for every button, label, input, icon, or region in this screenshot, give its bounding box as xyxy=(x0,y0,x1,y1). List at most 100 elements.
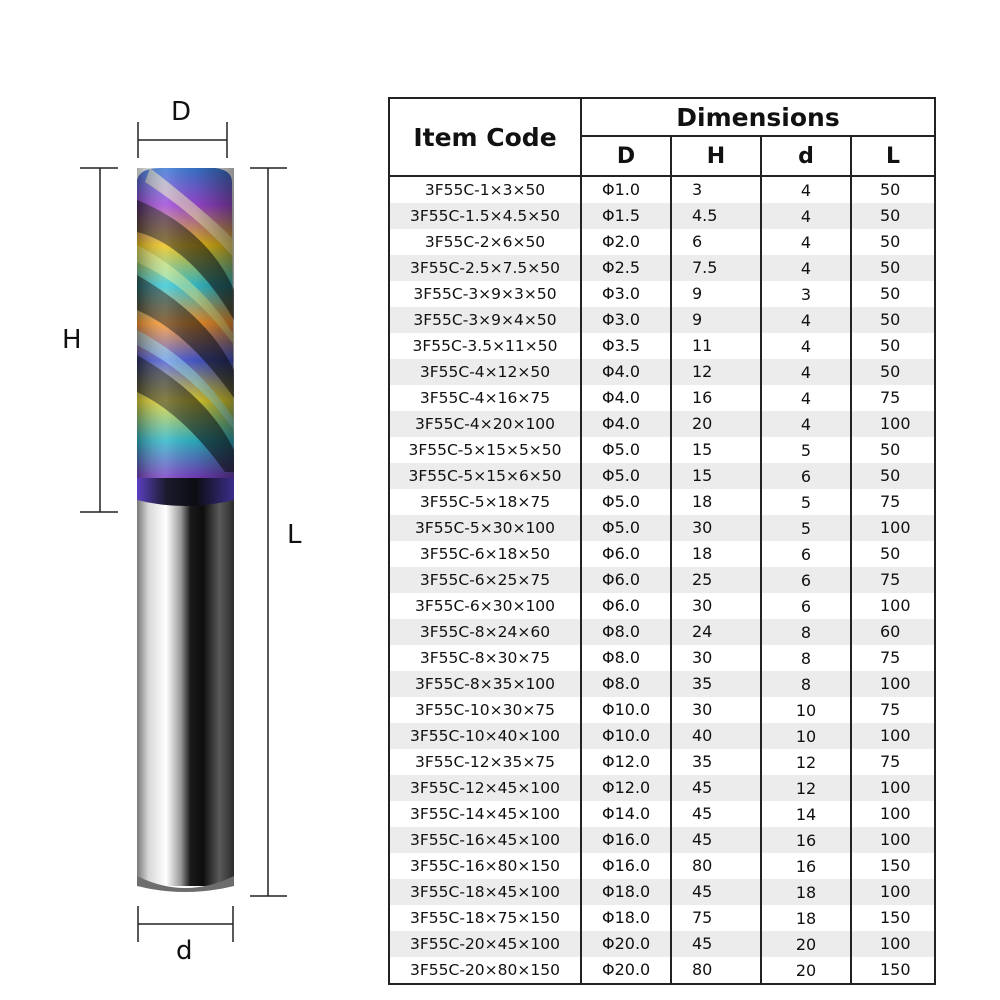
cell-d: 10 xyxy=(760,723,852,749)
cell-item-code: 3F55C-4×20×100 xyxy=(388,411,582,437)
cell-d: 4 xyxy=(760,255,852,281)
cell-item-code: 3F55C-3.5×11×50 xyxy=(388,333,582,359)
cell-H: 30 xyxy=(670,593,762,619)
cell-L: 100 xyxy=(850,723,936,749)
cell-D: Φ2.5 xyxy=(580,255,672,281)
label-L: L xyxy=(287,520,302,550)
cell-H: 15 xyxy=(670,437,762,463)
item-code-header: Item Code xyxy=(388,97,582,177)
cell-H: 80 xyxy=(670,957,762,985)
table-header: Item Code Dimensions D H d L xyxy=(388,97,936,177)
cell-H: 18 xyxy=(670,489,762,515)
cell-H: 18 xyxy=(670,541,762,567)
cell-L: 100 xyxy=(850,801,936,827)
cell-D: Φ4.0 xyxy=(580,359,672,385)
cell-item-code: 3F55C-16×80×150 xyxy=(388,853,582,879)
cell-L: 50 xyxy=(850,229,936,255)
cell-H: 75 xyxy=(670,905,762,931)
flute-collar xyxy=(137,472,234,506)
cell-L: 100 xyxy=(850,827,936,853)
label-H: H xyxy=(62,325,82,355)
cell-L: 50 xyxy=(850,176,936,203)
cell-L: 50 xyxy=(850,281,936,307)
specification-table: Item Code Dimensions D H d L 3F55C-1×3×5… xyxy=(388,97,936,985)
cell-d: 14 xyxy=(760,801,852,827)
cell-d: 18 xyxy=(760,879,852,905)
label-D: D xyxy=(171,97,192,127)
cell-H: 16 xyxy=(670,385,762,411)
cell-D: Φ16.0 xyxy=(580,853,672,879)
cell-item-code: 3F55C-8×35×100 xyxy=(388,671,582,697)
cell-item-code: 3F55C-5×30×100 xyxy=(388,515,582,541)
cell-item-code: 3F55C-10×40×100 xyxy=(388,723,582,749)
cell-H: 6 xyxy=(670,229,762,255)
cell-D: Φ3.5 xyxy=(580,333,672,359)
cell-d: 4 xyxy=(760,203,852,229)
cell-H: 45 xyxy=(670,931,762,957)
cell-D: Φ12.0 xyxy=(580,749,672,775)
header-d: d xyxy=(760,135,852,177)
cell-item-code: 3F55C-18×45×100 xyxy=(388,879,582,905)
cell-L: 100 xyxy=(850,671,936,697)
cell-d: 8 xyxy=(760,619,852,645)
end-mill-diagram xyxy=(80,122,287,942)
cell-D: Φ18.0 xyxy=(580,879,672,905)
fluted-section xyxy=(137,168,234,478)
cell-L: 75 xyxy=(850,749,936,775)
cell-d: 5 xyxy=(760,489,852,515)
cell-item-code: 3F55C-14×45×100 xyxy=(388,801,582,827)
cell-D: Φ6.0 xyxy=(580,541,672,567)
cell-D: Φ6.0 xyxy=(580,567,672,593)
cell-L: 150 xyxy=(850,853,936,879)
cell-d: 16 xyxy=(760,853,852,879)
cell-D: Φ5.0 xyxy=(580,489,672,515)
cell-item-code: 3F55C-4×12×50 xyxy=(388,359,582,385)
cell-item-code: 3F55C-20×80×150 xyxy=(388,957,582,985)
cell-item-code: 3F55C-1×3×50 xyxy=(388,176,582,203)
cell-H: 35 xyxy=(670,749,762,775)
cell-L: 100 xyxy=(850,775,936,801)
cell-D: Φ8.0 xyxy=(580,671,672,697)
cell-H: 45 xyxy=(670,827,762,853)
cell-item-code: 3F55C-5×18×75 xyxy=(388,489,582,515)
cell-d: 16 xyxy=(760,827,852,853)
cell-L: 100 xyxy=(850,879,936,905)
cell-D: Φ3.0 xyxy=(580,307,672,333)
cell-D: Φ20.0 xyxy=(580,957,672,985)
cell-H: 24 xyxy=(670,619,762,645)
cell-H: 12 xyxy=(670,359,762,385)
cell-item-code: 3F55C-5×15×6×50 xyxy=(388,463,582,489)
cell-d: 4 xyxy=(760,333,852,359)
cell-D: Φ6.0 xyxy=(580,593,672,619)
cell-L: 100 xyxy=(850,515,936,541)
cell-L: 100 xyxy=(850,593,936,619)
cell-d: 5 xyxy=(760,437,852,463)
cell-L: 100 xyxy=(850,411,936,437)
cell-item-code: 3F55C-4×16×75 xyxy=(388,385,582,411)
cell-D: Φ5.0 xyxy=(580,463,672,489)
cell-item-code: 3F55C-20×45×100 xyxy=(388,931,582,957)
cell-item-code: 3F55C-6×25×75 xyxy=(388,567,582,593)
cell-D: Φ8.0 xyxy=(580,645,672,671)
cell-H: 35 xyxy=(670,671,762,697)
cell-D: Φ5.0 xyxy=(580,437,672,463)
cell-L: 50 xyxy=(850,359,936,385)
cell-d: 5 xyxy=(760,515,852,541)
cell-D: Φ4.0 xyxy=(580,411,672,437)
cell-H: 30 xyxy=(670,515,762,541)
cell-H: 7.5 xyxy=(670,255,762,281)
cell-L: 50 xyxy=(850,541,936,567)
